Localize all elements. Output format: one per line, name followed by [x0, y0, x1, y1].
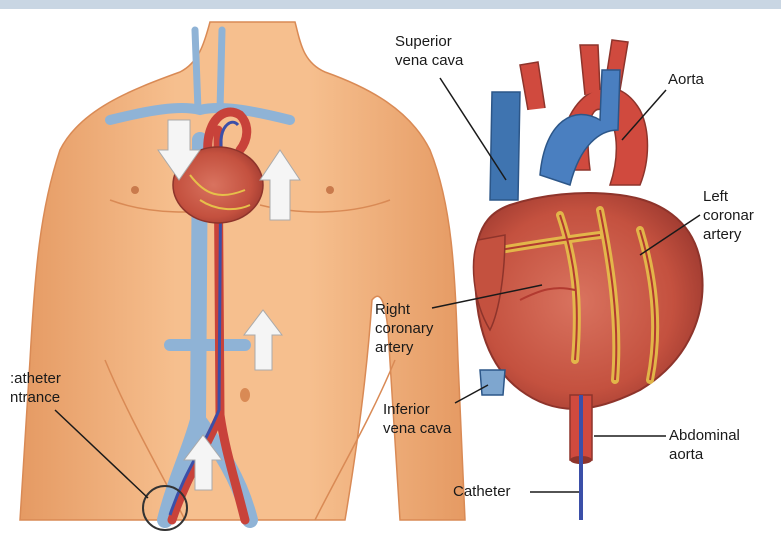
- torso-silhouette: [20, 22, 465, 520]
- label-aorta: Aorta: [668, 70, 704, 89]
- label-superior-vena-cava-line2: vena cava: [395, 51, 463, 70]
- label-left-coronary-line1: Left: [703, 187, 754, 206]
- label-left-coronary-artery: Left coronar artery: [703, 187, 754, 244]
- label-inferior-vena-cava-line1: Inferior: [383, 400, 451, 419]
- label-catheter: Catheter: [453, 482, 511, 501]
- label-superior-vena-cava-line1: Superior: [395, 32, 463, 51]
- label-right-coronary-artery: Right coronary artery: [375, 300, 433, 357]
- label-right-coronary-line3: artery: [375, 338, 433, 357]
- label-abdominal-aorta: Abdominal aorta: [669, 426, 740, 464]
- label-aorta-text: Aorta: [668, 70, 704, 89]
- label-inferior-vena-cava: Inferior vena cava: [383, 400, 451, 438]
- nipple-right: [326, 186, 334, 194]
- label-abdominal-aorta-line2: aorta: [669, 445, 740, 464]
- label-right-coronary-line1: Right: [375, 300, 433, 319]
- heart-body: [475, 193, 702, 409]
- label-left-coronary-line3: artery: [703, 225, 754, 244]
- label-catheter-entrance: :atheter ntrance: [10, 369, 61, 407]
- nipple-left: [131, 186, 139, 194]
- human-torso: [20, 22, 465, 520]
- inferior-vena-cava-vessel: [480, 370, 505, 395]
- label-superior-vena-cava: Superior vena cava: [395, 32, 463, 70]
- navel: [240, 388, 250, 402]
- label-catheter-entrance-line2: ntrance: [10, 388, 61, 407]
- label-catheter-entrance-line1: :atheter: [10, 369, 61, 388]
- label-left-coronary-line2: coronar: [703, 206, 754, 225]
- label-right-coronary-line2: coronary: [375, 319, 433, 338]
- label-inferior-vena-cava-line2: vena cava: [383, 419, 451, 438]
- label-catheter-text: Catheter: [453, 482, 511, 501]
- superior-vena-cava-vessel: [490, 92, 520, 200]
- label-abdominal-aorta-line1: Abdominal: [669, 426, 740, 445]
